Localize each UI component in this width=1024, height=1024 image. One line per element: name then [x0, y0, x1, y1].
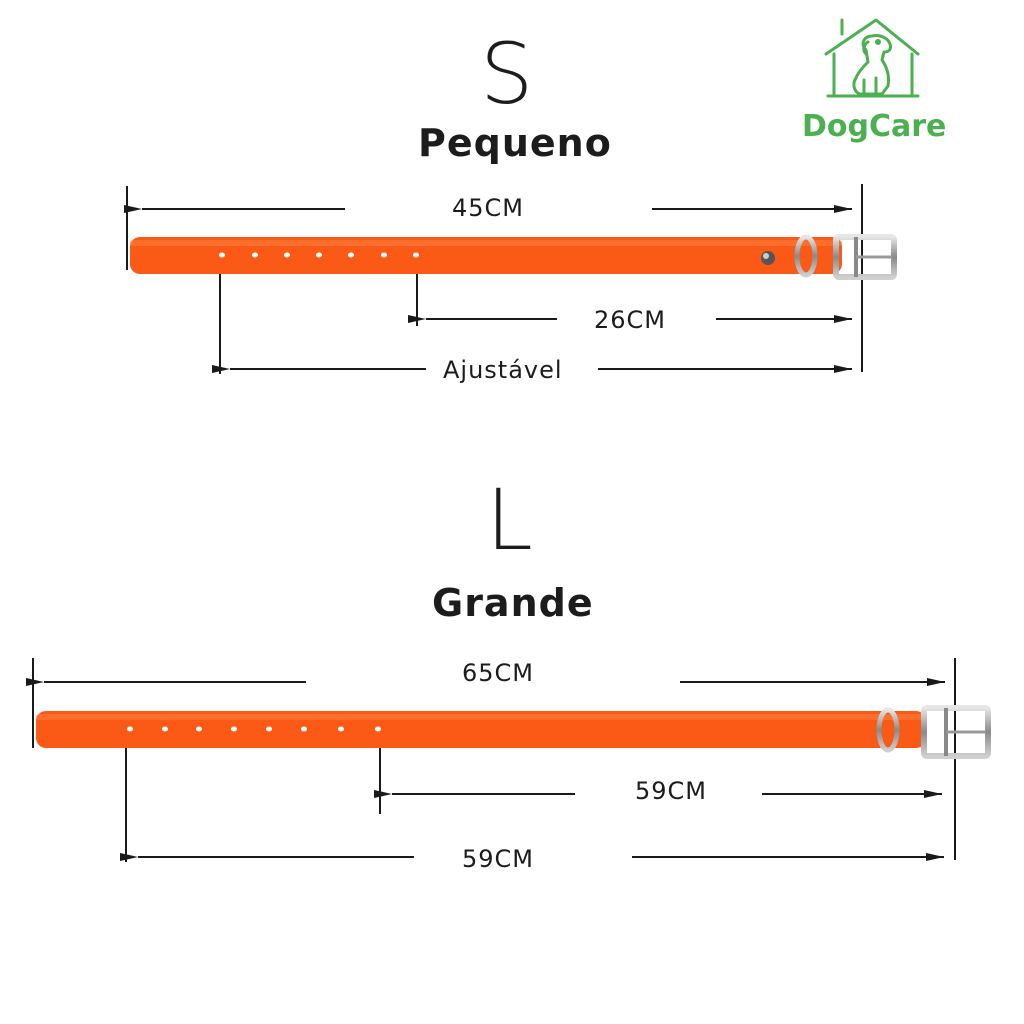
brand-name: DogCare	[802, 109, 947, 144]
size-name-small: Pequeno	[418, 121, 612, 165]
small-inner-length: 26CM	[588, 308, 673, 332]
large-adjustable-length: 59CM	[456, 847, 541, 871]
collar-large	[26, 658, 991, 862]
large-inner-length: 59CM	[629, 779, 714, 803]
large-total-length: 65CM	[456, 661, 541, 685]
collar-small	[124, 184, 897, 374]
small-total-length: 45CM	[446, 196, 531, 220]
size-letter-small: S	[480, 25, 535, 123]
size-letter-large: L	[486, 471, 534, 569]
small-adjustable-label: Ajustável	[437, 358, 569, 382]
size-name-large: Grande	[432, 581, 594, 625]
brand-logo	[820, 14, 930, 108]
dog-house-icon	[824, 18, 920, 98]
